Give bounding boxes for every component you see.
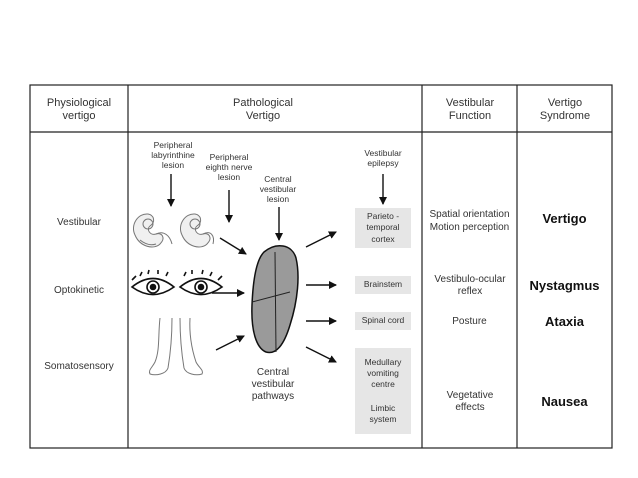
box-parieto-temporal-text: Parieto - temporal cortex (366, 211, 400, 244)
header-physiological: Physiological vertigo (46, 97, 112, 123)
box-parieto-temporal: Parieto - temporal cortex (355, 208, 411, 248)
table-frame (29, 84, 613, 449)
syndrome-nausea: Nausea (541, 394, 588, 409)
box-medullary-text: Medullary vomiting centre (364, 357, 402, 390)
function-vegetative: Vegetative effects (446, 390, 494, 413)
row-vestibular: Vestibular (57, 217, 101, 228)
row-somatosensory: Somatosensory (44, 361, 114, 372)
function-posture: Posture (452, 316, 487, 327)
syndrome-vertigo: Vertigo (542, 211, 587, 226)
header-function: Vestibular Function (445, 97, 495, 123)
box-medullary-limbic: Medullary vomiting centre Limbic system (355, 348, 411, 434)
function-vor: Vestibulo-ocular reflex (434, 274, 506, 297)
box-brainstem: Brainstem (355, 276, 411, 294)
label-central-pathways: Central vestibular pathways (251, 367, 295, 402)
box-spinal-cord-text: Spinal cord (361, 315, 405, 326)
syndrome-nystagmus: Nystagmus (529, 278, 600, 293)
row-optokinetic: Optokinetic (53, 285, 105, 296)
inner-ear-icon (133, 213, 214, 248)
label-central-vestibular-lesion: Central vestibular lesion (259, 174, 297, 205)
header-pathological: Pathological Vertigo (233, 97, 293, 123)
syndrome-ataxia: Ataxia (544, 314, 585, 329)
header-syndrome: Vertigo Syndrome (539, 97, 591, 123)
box-brainstem-text: Brainstem (363, 279, 403, 290)
label-peripheral-labyrinthine: Peripheral labyrinthine lesion (151, 140, 195, 171)
central-pathways-shape (251, 245, 299, 354)
box-limbic-text: Limbic system (369, 402, 397, 424)
label-peripheral-eighth-nerve: Peripheral eighth nerve lesion (205, 152, 253, 183)
function-spatial-orientation: Spatial orientation (429, 209, 510, 220)
label-vestibular-epilepsy: Vestibular epilepsy (364, 148, 402, 169)
function-motion-perception: Motion perception (429, 222, 510, 233)
legs-icon (149, 317, 203, 376)
arrows (167, 174, 387, 363)
eyes-icon (130, 269, 224, 296)
box-spinal-cord: Spinal cord (355, 312, 411, 330)
